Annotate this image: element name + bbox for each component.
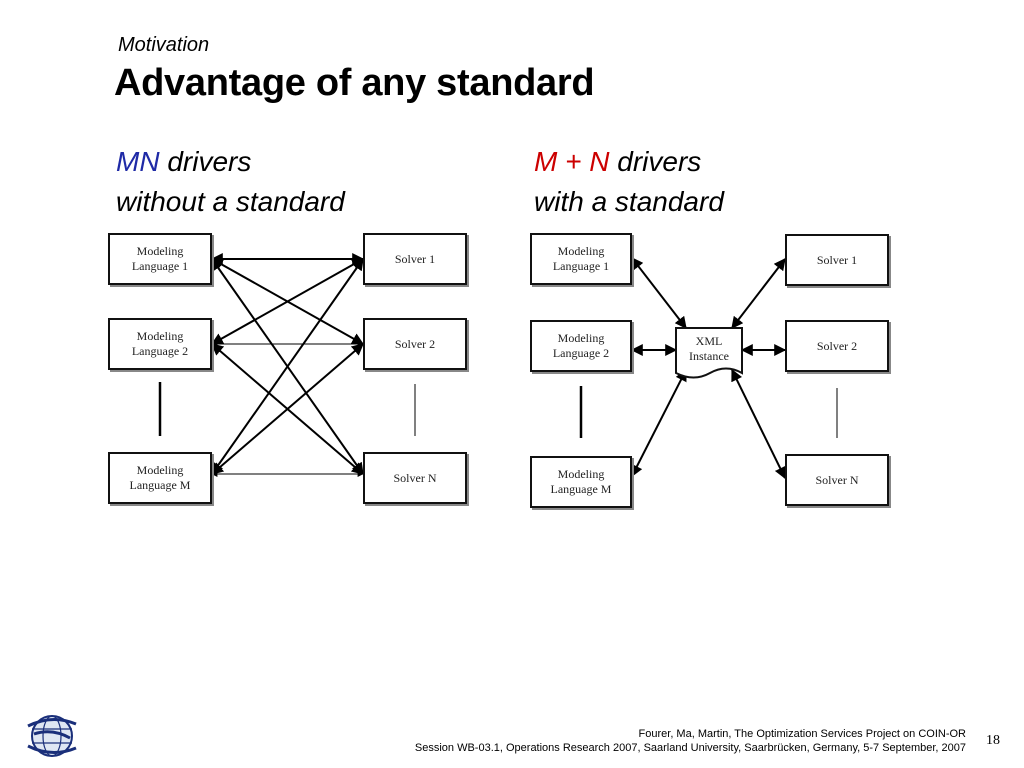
xml-instance-label: XML Instance: [676, 334, 742, 364]
box-label: Solver N: [815, 472, 859, 487]
right-solver-1-box: Solver 1: [785, 234, 889, 286]
right-heading-line2: with a standard: [534, 186, 724, 217]
box-line: Language M: [129, 478, 191, 492]
left-connections: [158, 253, 416, 477]
link-l1-hub: [631, 257, 687, 329]
link-hub-sn: [731, 368, 786, 480]
link-hub-s1: [731, 258, 786, 329]
hub-line: XML: [695, 334, 723, 348]
box-label: Solver 2: [394, 336, 436, 351]
page-number: 18: [986, 733, 1000, 748]
box-line: Modeling: [557, 331, 605, 345]
right-heading-accent: M + N: [534, 146, 610, 177]
section-label: Motivation: [118, 34, 210, 56]
box-line: Modeling: [136, 244, 184, 258]
box-line: Language 1: [131, 259, 189, 273]
box-line: Modeling: [136, 329, 184, 343]
left-solver-2-box: Solver 2: [363, 318, 467, 370]
footer-line-1: Fourer, Ma, Martin, The Optimization Ser…: [638, 728, 966, 740]
hub-line: Instance: [689, 349, 729, 363]
left-heading: MN drivers without a standard: [116, 142, 345, 222]
footer-line-2: Session WB-03.1, Operations Research 200…: [414, 742, 966, 754]
left-heading-line2: without a standard: [116, 186, 345, 217]
box-label: Solver 2: [816, 338, 858, 353]
right-solver-n-box: Solver N: [785, 454, 889, 506]
box-label: Solver 1: [394, 251, 436, 266]
box-line: Modeling: [557, 244, 605, 258]
link-lm-s2: [211, 343, 364, 475]
left-heading-rest: drivers: [159, 146, 252, 177]
box-line: Language 2: [131, 344, 189, 358]
box-label: Solver 1: [816, 252, 858, 267]
box-line: Modeling: [557, 467, 605, 481]
left-heading-accent: MN: [116, 146, 160, 177]
left-solver-n-box: Solver N: [363, 452, 467, 504]
right-heading: M + N drivers with a standard: [534, 142, 724, 222]
globe-swirl-icon: [24, 712, 80, 765]
box-label: Solver N: [393, 470, 437, 485]
slide-title: Advantage of any standard: [114, 62, 595, 104]
left-solver-1-box: Solver 1: [363, 233, 467, 285]
box-line: Language 1: [552, 259, 610, 273]
right-solver-2-box: Solver 2: [785, 320, 889, 372]
xml-instance-document-shape: [675, 327, 743, 379]
box-line: Modeling: [136, 463, 184, 477]
right-heading-rest: drivers: [609, 146, 702, 177]
footer-citation: Fourer, Ma, Martin, The Optimization Ser…: [415, 727, 966, 755]
box-line: Language M: [550, 482, 612, 496]
right-connections: [579, 257, 838, 480]
link-lm-hub: [631, 368, 687, 478]
box-line: Language 2: [552, 346, 610, 360]
